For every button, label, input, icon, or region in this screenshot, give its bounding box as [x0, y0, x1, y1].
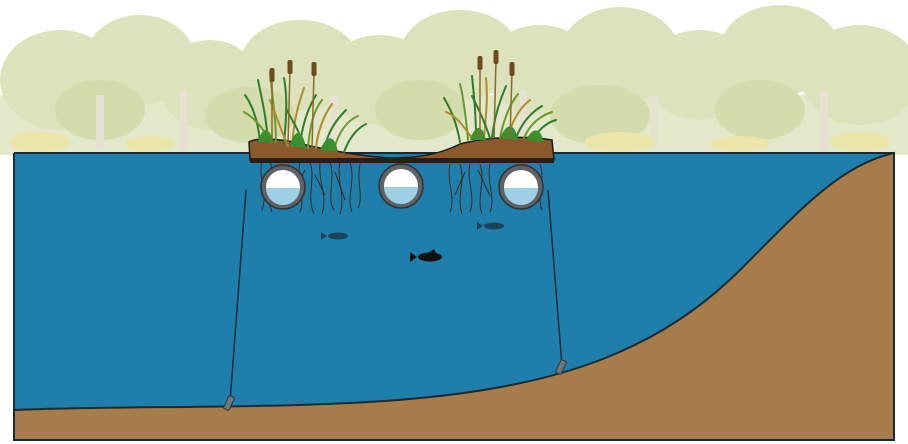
mat-base: [250, 158, 554, 163]
background-trees: [0, 5, 908, 155]
